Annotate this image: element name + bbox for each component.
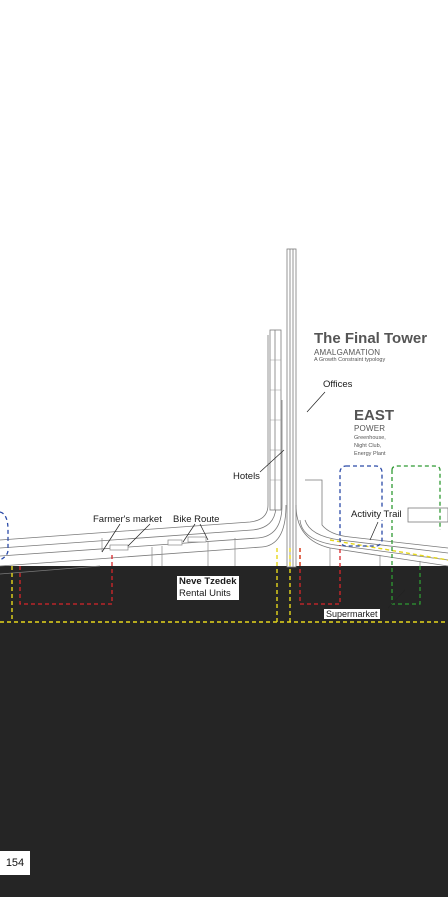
neve-tzedek-name: Neve Tzedek	[179, 576, 237, 587]
east-program-line: Night Club,	[354, 443, 382, 449]
subtitle: AMALGAMATION	[314, 348, 381, 357]
rental-units: Rental Units	[179, 588, 231, 599]
east-sub: POWER	[354, 424, 386, 433]
west-deck	[0, 335, 287, 575]
deck-details	[101, 536, 236, 566]
ground-mass	[0, 566, 448, 897]
label-farmers-market: Farmer's market	[93, 514, 162, 525]
label-supermarket: Supermarket	[324, 609, 380, 619]
page-title: The Final Tower	[314, 330, 428, 347]
east-deck	[295, 479, 448, 567]
tower	[269, 248, 297, 568]
east-programs: Greenhouse, Night Club, Energy Plant	[354, 434, 386, 458]
east-heading: EAST	[354, 407, 395, 424]
label-neve-tzedek: Neve Tzedek Rental Units	[177, 576, 239, 600]
red-zone	[19, 545, 341, 605]
blue-zone	[0, 465, 383, 561]
green-zone	[391, 465, 441, 605]
label-offices: Offices	[323, 379, 353, 390]
label-activity-trail: Activity Trail	[349, 509, 404, 520]
leader-lines	[101, 391, 406, 609]
label-bike-route: Bike Route	[173, 514, 220, 525]
tower-floors	[270, 359, 281, 481]
east-program-line: Energy Plant	[354, 451, 386, 457]
east-program-line: Greenhouse,	[354, 435, 386, 441]
caption: A Growth Constraint typology	[314, 357, 386, 363]
east-supports	[329, 548, 421, 566]
label-hotels: Hotels	[233, 471, 260, 482]
page-number: 154	[0, 851, 30, 875]
